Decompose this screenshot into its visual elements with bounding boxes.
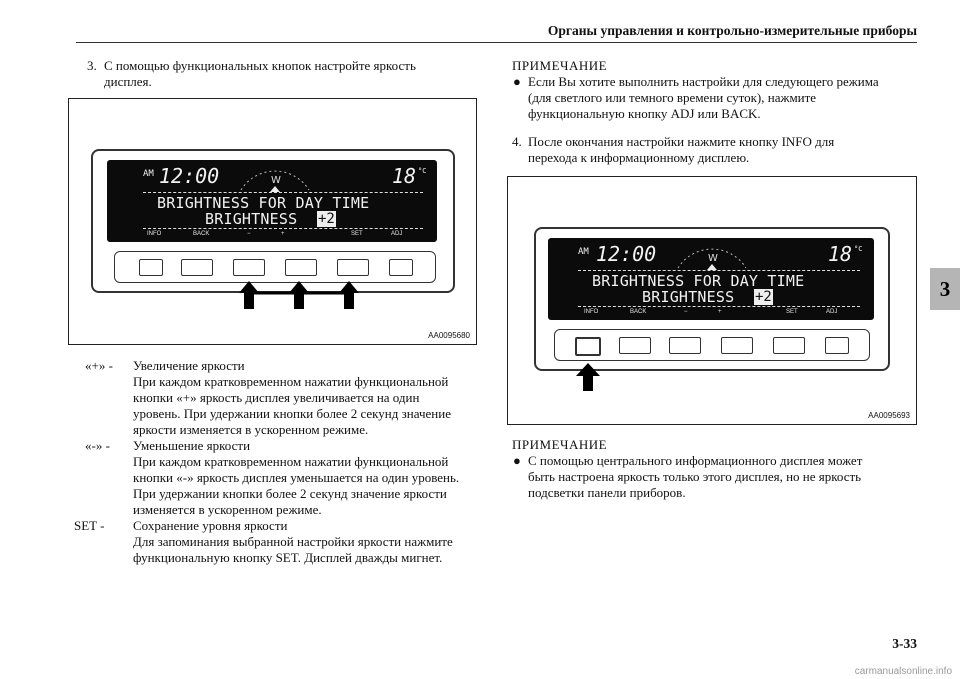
label-info: INFO bbox=[147, 231, 162, 237]
label-minus: − bbox=[247, 231, 251, 237]
page-number: 3-33 bbox=[892, 636, 917, 651]
def-plus-line: уровень. При удержании кнопки более 2 се… bbox=[133, 406, 451, 421]
plus-button[interactable] bbox=[721, 337, 753, 354]
display-unit: AM 12:00 W 18 °C BRIGHTNESS FOR DAY TIME… bbox=[91, 149, 455, 293]
note-2-line: С помощью центрального информационного д… bbox=[528, 453, 863, 468]
step-4-line-2: перехода к информационному дисплею. bbox=[528, 150, 750, 165]
note-2-line: быть настроена яркость только этого дисп… bbox=[528, 469, 862, 484]
def-minus-line: При удержании кнопки более 2 секунд знач… bbox=[133, 486, 447, 501]
lcd-time: 12:00 bbox=[596, 242, 657, 266]
label-set: SET bbox=[351, 231, 363, 237]
plus-button[interactable] bbox=[285, 259, 317, 276]
back-button[interactable] bbox=[181, 259, 213, 276]
bullet-icon: ● bbox=[513, 453, 521, 468]
minus-button[interactable] bbox=[233, 259, 265, 276]
def-minus-line: Уменьшение яркости bbox=[133, 438, 251, 453]
def-plus-line: кнопки «+» яркость дисплея увеличивается… bbox=[133, 390, 420, 405]
lcd-value: +2 bbox=[754, 289, 773, 305]
lcd-line-2: BRIGHTNESS bbox=[642, 288, 735, 306]
lcd-line-1: BRIGHTNESS FOR DAY TIME bbox=[157, 194, 370, 212]
compass-arc-icon: W bbox=[677, 248, 747, 270]
set-button[interactable] bbox=[337, 259, 369, 276]
def-set-line: Для запоминания выбранной настройки ярко… bbox=[133, 534, 453, 549]
svg-text:W: W bbox=[271, 175, 281, 186]
label-set: SET bbox=[786, 309, 798, 315]
arrow-up-icon bbox=[576, 363, 600, 391]
note-2-title: ПРИМЕЧАНИЕ bbox=[512, 437, 608, 452]
figure-1-id: AA0095680 bbox=[428, 331, 470, 340]
note-1-line: (для светлого или темного времени суток)… bbox=[528, 90, 817, 105]
figure-1: AM 12:00 W 18 °C BRIGHTNESS FOR DAY TIME… bbox=[68, 98, 477, 345]
button-row bbox=[554, 329, 870, 361]
def-minus-line: изменяется в ускоренном режиме. bbox=[133, 502, 322, 517]
display-unit: AM 12:00 W 18 °C BRIGHTNESS FOR DAY TIME… bbox=[534, 227, 890, 371]
set-button[interactable] bbox=[773, 337, 805, 354]
note-1-line: функциональную кнопку ADJ или BACK. bbox=[528, 106, 761, 121]
lcd-am: AM bbox=[578, 247, 589, 257]
lcd-dash-bottom bbox=[143, 228, 423, 229]
def-minus-line: При каждом кратковременном нажатии функц… bbox=[133, 454, 449, 469]
adj-button[interactable] bbox=[389, 259, 413, 276]
step-4-number: 4. bbox=[512, 134, 522, 149]
def-minus-term: «-» - bbox=[85, 438, 110, 453]
label-plus: + bbox=[718, 309, 722, 315]
bullet-icon: ● bbox=[513, 74, 521, 89]
figure-2-id: AA0095693 bbox=[868, 411, 910, 420]
note-1-line: Если Вы хотите выполнить настройки для с… bbox=[528, 74, 879, 89]
button-row bbox=[114, 251, 436, 283]
label-adj: ADJ bbox=[391, 231, 403, 237]
figure-2: AM 12:00 W 18 °C BRIGHTNESS FOR DAY TIME… bbox=[507, 176, 917, 425]
label-minus: − bbox=[684, 309, 688, 315]
lcd-screen: AM 12:00 W 18 °C BRIGHTNESS FOR DAY TIME… bbox=[548, 238, 874, 320]
lcd-time: 12:00 bbox=[159, 164, 220, 188]
back-button[interactable] bbox=[619, 337, 651, 354]
lcd-line-1: BRIGHTNESS FOR DAY TIME bbox=[592, 272, 805, 290]
step-4-line-1: После окончания настройки нажмите кнопку… bbox=[528, 134, 835, 149]
lcd-unit: °C bbox=[854, 245, 863, 253]
watermark: carmanualsonline.info bbox=[854, 666, 952, 677]
svg-text:W: W bbox=[708, 253, 718, 264]
def-plus-term: «+» - bbox=[85, 358, 113, 373]
minus-button[interactable] bbox=[669, 337, 701, 354]
label-info: INFO bbox=[584, 309, 599, 315]
def-set-line: функциональную кнопку SET. Дисплей дважд… bbox=[133, 550, 443, 565]
arrows-up-icon bbox=[239, 281, 359, 309]
lcd-dash-bottom bbox=[578, 306, 860, 307]
def-minus-line: кнопки «-» яркость дисплея уменьшается н… bbox=[133, 470, 460, 485]
header-rule bbox=[76, 42, 917, 43]
compass-arc-icon: W bbox=[240, 170, 310, 192]
def-set-term: SET - bbox=[74, 518, 105, 533]
def-plus-line: Увеличение яркости bbox=[133, 358, 245, 373]
label-plus: + bbox=[281, 231, 285, 237]
lcd-am: AM bbox=[143, 169, 154, 179]
adj-button[interactable] bbox=[825, 337, 849, 354]
lcd-dash-top bbox=[578, 270, 860, 271]
info-button[interactable] bbox=[139, 259, 163, 276]
def-plus-line: яркости изменяется в ускоренном режиме. bbox=[133, 422, 369, 437]
def-set-line: Сохранение уровня яркости bbox=[133, 518, 288, 533]
step-3-number: 3. bbox=[87, 58, 97, 73]
lcd-unit: °C bbox=[418, 167, 427, 175]
lcd-temperature: 18 bbox=[828, 242, 853, 266]
info-button[interactable] bbox=[575, 337, 601, 356]
note-2-line: подсветки панели приборов. bbox=[528, 485, 686, 500]
running-header: Органы управления и контрольно-измерител… bbox=[547, 23, 917, 38]
step-3-line-2: дисплея. bbox=[104, 74, 152, 89]
note-1-title: ПРИМЕЧАНИЕ bbox=[512, 58, 608, 73]
lcd-dash-top bbox=[143, 192, 423, 193]
lcd-line-2: BRIGHTNESS bbox=[205, 210, 298, 228]
label-adj: ADJ bbox=[826, 309, 838, 315]
def-plus-line: При каждом кратковременном нажатии функц… bbox=[133, 374, 449, 389]
step-3-line-1: С помощью функциональных кнопок настройт… bbox=[104, 58, 416, 73]
label-back: BACK bbox=[630, 309, 647, 315]
lcd-value: +2 bbox=[317, 211, 336, 227]
label-back: BACK bbox=[193, 231, 210, 237]
chapter-tab: 3 bbox=[930, 268, 960, 310]
lcd-temperature: 18 bbox=[392, 164, 417, 188]
lcd-screen: AM 12:00 W 18 °C BRIGHTNESS FOR DAY TIME… bbox=[107, 160, 437, 242]
